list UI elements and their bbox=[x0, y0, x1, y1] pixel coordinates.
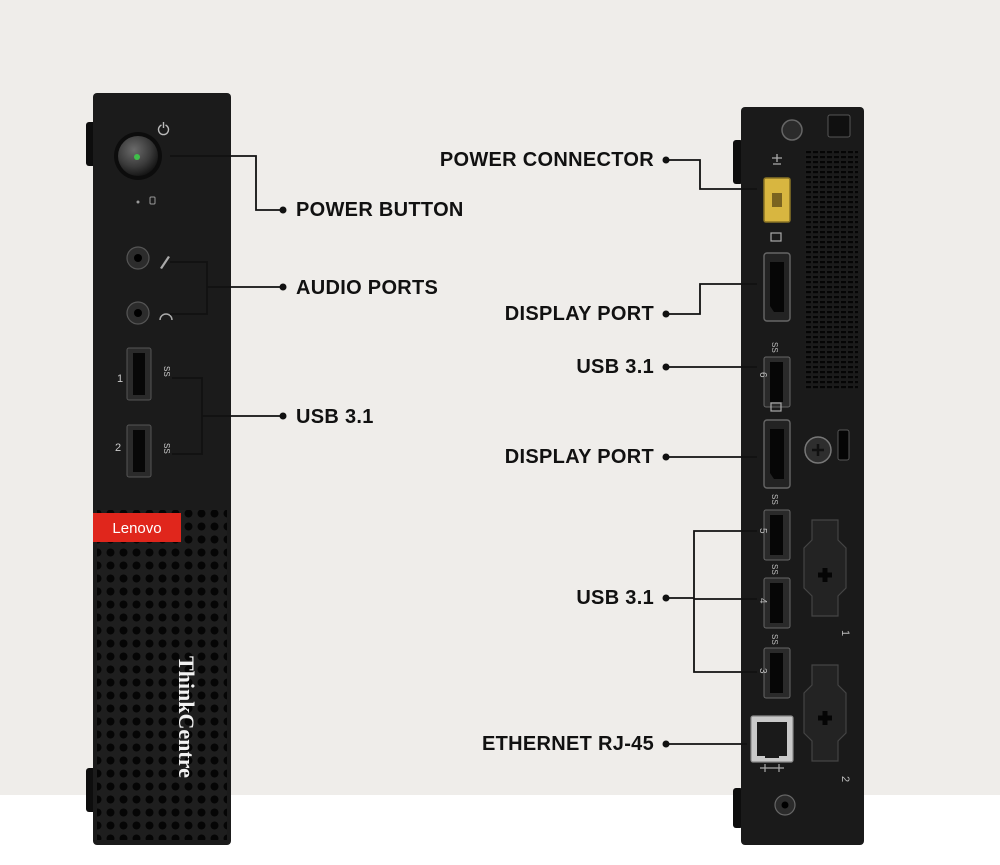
rear-usb-ss-mark-5: SS bbox=[770, 494, 779, 505]
callout-dot-power-connector bbox=[662, 156, 670, 164]
rear-audio-jack-hole bbox=[781, 801, 789, 809]
rear-device: 6 SS 5 4 3 SS SS SS 1 2 bbox=[733, 107, 864, 845]
display-port-1-slot bbox=[770, 262, 784, 312]
slot-number-2: 2 bbox=[839, 776, 851, 782]
callout-dot-front-usb bbox=[279, 412, 287, 420]
rear-foot-top bbox=[733, 140, 743, 184]
front-usb-ss-mark-2: SS bbox=[162, 443, 171, 454]
display-port-icon-2 bbox=[770, 402, 782, 412]
knockout-1-cross bbox=[818, 568, 832, 582]
lock-screw bbox=[781, 119, 803, 141]
front-usb-ss-mark-1: SS bbox=[162, 366, 171, 377]
callout-line-display-port-1 bbox=[666, 283, 757, 315]
rear-foot-bottom bbox=[733, 788, 743, 828]
ethernet-port-clip bbox=[765, 752, 779, 758]
rear-usb-ss-mark-6: SS bbox=[770, 342, 779, 353]
network-icon bbox=[760, 764, 784, 772]
front-usb-number-1: 1 bbox=[117, 373, 123, 385]
display-port-icon-1 bbox=[770, 232, 782, 242]
microphone-jack-hole bbox=[134, 254, 142, 262]
callout-dot-display-port-2 bbox=[662, 453, 670, 461]
ethernet-port-socket bbox=[757, 722, 787, 756]
rear-usb-port-5-slot bbox=[770, 515, 783, 555]
power-icon bbox=[157, 122, 170, 136]
callout-line-rear-usb-group bbox=[666, 530, 757, 673]
power-plug-icon bbox=[772, 154, 782, 165]
callout-line-audio-ports bbox=[170, 261, 283, 315]
rear-usb-port-4-slot bbox=[770, 583, 783, 623]
label-ethernet: ETHERNET RJ-45 bbox=[481, 733, 654, 755]
rear-usb-number-6: 6 bbox=[757, 372, 768, 378]
callout-dot-rear-usb-single bbox=[662, 363, 670, 371]
callout-dot-rear-usb-group bbox=[662, 594, 670, 602]
label-power-button: POWER BUTTON bbox=[296, 199, 464, 221]
callout-line-power-connector bbox=[666, 159, 757, 190]
rear-usb-ss-mark-3: SS bbox=[770, 634, 779, 645]
rear-usb-number-3: 3 bbox=[757, 668, 768, 674]
lenovo-logo-text: Lenovo bbox=[112, 520, 161, 537]
thinkcentre-logo-text: ThinkCentre bbox=[174, 656, 199, 778]
power-led bbox=[134, 154, 140, 160]
front-usb-port-2-slot bbox=[133, 430, 145, 472]
rear-top-tab bbox=[827, 114, 851, 138]
lenovo-badge bbox=[93, 513, 181, 542]
label-power-connector: POWER CONNECTOR bbox=[439, 149, 654, 171]
security-lock-slot[interactable] bbox=[837, 429, 850, 461]
rear-usb-ss-mark-4: SS bbox=[770, 564, 779, 575]
callout-line-front-usb bbox=[172, 377, 283, 455]
display-port-2-slot bbox=[770, 429, 784, 479]
label-display-port-2: DISPLAY PORT bbox=[504, 446, 654, 468]
front-usb-number-2: 2 bbox=[115, 442, 121, 454]
hdd-led bbox=[136, 200, 140, 204]
label-display-port-1: DISPLAY PORT bbox=[504, 303, 654, 325]
rear-usb-number-5: 5 bbox=[757, 528, 768, 534]
front-device: 1 2 SS SS Lenovo ThinkCentre bbox=[86, 93, 231, 845]
callout-dot-display-port-1 bbox=[662, 310, 670, 318]
knockout-2-cross bbox=[818, 711, 832, 725]
callout-line-power-button bbox=[170, 155, 283, 211]
headphone-jack-hole bbox=[134, 309, 142, 317]
label-audio-ports: AUDIO PORTS bbox=[296, 277, 439, 299]
callout-lines bbox=[170, 155, 757, 745]
callout-dot-ethernet bbox=[662, 740, 670, 748]
rear-usb-port-3-slot bbox=[770, 653, 783, 693]
storage-icon bbox=[149, 196, 156, 205]
microphone-icon bbox=[160, 256, 170, 269]
callout-dots bbox=[279, 156, 670, 748]
callout-dot-power-button bbox=[279, 206, 287, 214]
rear-usb-port-6-slot bbox=[770, 362, 783, 402]
headphone-icon bbox=[159, 313, 173, 321]
rear-usb-number-4: 4 bbox=[757, 598, 768, 604]
thumbscrew-cross bbox=[812, 444, 824, 456]
label-front-usb: USB 3.1 bbox=[296, 406, 374, 428]
front-vent-grille bbox=[97, 510, 227, 840]
front-usb-port-1-slot bbox=[133, 353, 145, 395]
slot-number-1: 1 bbox=[839, 630, 851, 636]
rear-vent-grille bbox=[805, 150, 858, 390]
callout-dot-audio-ports bbox=[279, 283, 287, 291]
label-rear-usb-group: USB 3.1 bbox=[576, 587, 654, 609]
label-rear-usb-single: USB 3.1 bbox=[576, 356, 654, 378]
power-connector-pin bbox=[772, 193, 782, 207]
